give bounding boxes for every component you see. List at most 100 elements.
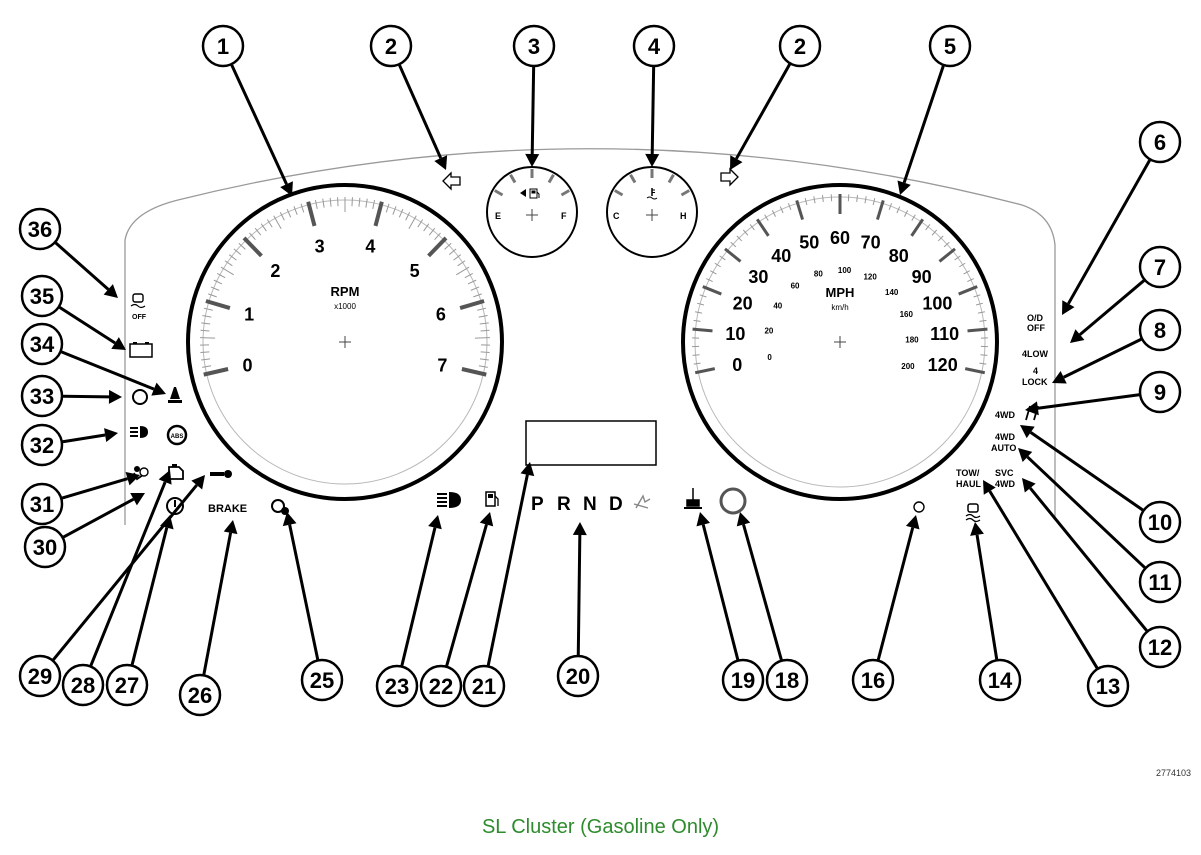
callout-number: 25: [310, 668, 334, 693]
callout-number: 4: [648, 34, 661, 59]
tach-tick: [329, 197, 332, 207]
callout: 30: [23, 525, 67, 569]
four-lock-label-line1: 4: [1033, 366, 1038, 376]
fuel-gauge-ticks: [494, 169, 570, 197]
tach-tick: [293, 206, 298, 215]
battery-icon: [129, 342, 153, 358]
temperature-gauge-center-cross: [646, 209, 658, 221]
callout-arrowhead: [282, 512, 297, 527]
speedo-tick: [864, 196, 867, 204]
speedo-tick: [938, 247, 956, 263]
speedo-tick: [896, 206, 901, 214]
tach-tick: [453, 254, 462, 261]
tach-tick: [479, 358, 489, 361]
gauge-tick: [547, 174, 555, 184]
tach-tick: [266, 219, 273, 228]
callout-circle: [105, 663, 149, 707]
speedo-tick: [693, 319, 701, 322]
callout-arrowhead: [730, 155, 743, 170]
callout: 6: [1138, 120, 1182, 164]
callout-arrowhead: [151, 382, 166, 396]
callout: 5: [928, 24, 972, 68]
tach-tick: [300, 203, 305, 213]
callout-leader: [975, 534, 999, 660]
callout-arrowhead: [525, 153, 540, 167]
stability-off-icon: OFF: [130, 293, 147, 321]
callout-number: 32: [30, 433, 54, 458]
tach-tick: [203, 307, 213, 311]
cluster-bezel: [124, 148, 1056, 525]
tach-tick-label: 2: [270, 261, 280, 281]
callout-leader: [398, 64, 443, 159]
callout-number: 14: [988, 668, 1013, 693]
diagram-caption: SL Cluster (Gasoline Only): [481, 816, 720, 838]
callout-arrowhead: [479, 512, 494, 527]
callout-circle: [375, 664, 419, 708]
speedometer-label: MPH: [826, 285, 855, 300]
speedo-mph-label: 80: [889, 246, 909, 266]
speedo-tick: [931, 229, 938, 236]
tach-tick: [201, 358, 211, 361]
callout: 8: [1138, 308, 1182, 352]
tach-tick: [461, 367, 487, 377]
tach-tick: [464, 273, 474, 279]
callout-number: 26: [188, 683, 212, 708]
callout: 20: [556, 654, 600, 698]
tach-tick-label: 7: [437, 355, 447, 375]
tire-pressure-icon: [166, 497, 184, 515]
speedo-tick: [699, 294, 707, 298]
speedo-tick: [755, 218, 770, 237]
od-off-label-line2: OFF: [1027, 323, 1045, 333]
fuel-gauge-high-label: F: [561, 211, 567, 221]
speedo-tick: [695, 311, 703, 314]
speedo-tick: [904, 210, 909, 217]
speedo-tick: [706, 278, 713, 282]
speedo-tick: [967, 278, 974, 282]
callout-arrows: [52, 63, 1151, 675]
callout-arrowhead: [104, 428, 118, 442]
callout-arrowhead: [108, 389, 122, 404]
speedo-tick: [911, 214, 916, 221]
callout-circle: [556, 654, 600, 698]
tach-tick: [398, 208, 404, 218]
speedo-mph-label: 0: [732, 355, 742, 375]
temperature-gauge-ticks: [614, 169, 690, 197]
callout-circle: [851, 658, 895, 702]
speedometer-tick-marks: [692, 194, 988, 375]
callout: 16: [851, 658, 895, 702]
tach-tick-label: 1: [244, 305, 254, 325]
callout-leader: [288, 524, 320, 660]
tach-tick: [224, 260, 233, 267]
tach-tick-label: 6: [436, 305, 446, 325]
speedo-tick: [710, 270, 717, 275]
gauge-tick: [667, 174, 675, 184]
callout-number: 27: [115, 673, 139, 698]
callout-arrowhead: [696, 512, 711, 527]
tach-tick: [260, 223, 267, 232]
callout-arrowhead: [970, 522, 984, 536]
tach-tick: [480, 329, 490, 332]
four-wd-auto-label-line1: 4WD: [995, 432, 1016, 442]
tow-haul-label-line2: HAUL: [956, 479, 981, 489]
callout-leader: [62, 497, 135, 539]
tach-tick-label: 0: [243, 355, 253, 375]
speedo-tick: [958, 285, 978, 296]
callout-circle: [978, 658, 1022, 702]
tach-tick: [273, 215, 282, 230]
callout-circle: [23, 525, 67, 569]
callout-arrowhead: [130, 493, 145, 506]
tach-tick: [279, 211, 285, 221]
callout-number: 35: [30, 284, 54, 309]
callout: 3: [512, 24, 556, 68]
callout-number: 2: [794, 34, 806, 59]
callout-circle: [1138, 120, 1182, 164]
speedo-tick: [764, 214, 769, 221]
callout-leader: [988, 490, 1099, 669]
coolant-temp-icon: [646, 188, 658, 200]
tach-tick: [470, 286, 480, 291]
callout-circle: [20, 322, 64, 366]
speedo-tick: [959, 262, 966, 268]
